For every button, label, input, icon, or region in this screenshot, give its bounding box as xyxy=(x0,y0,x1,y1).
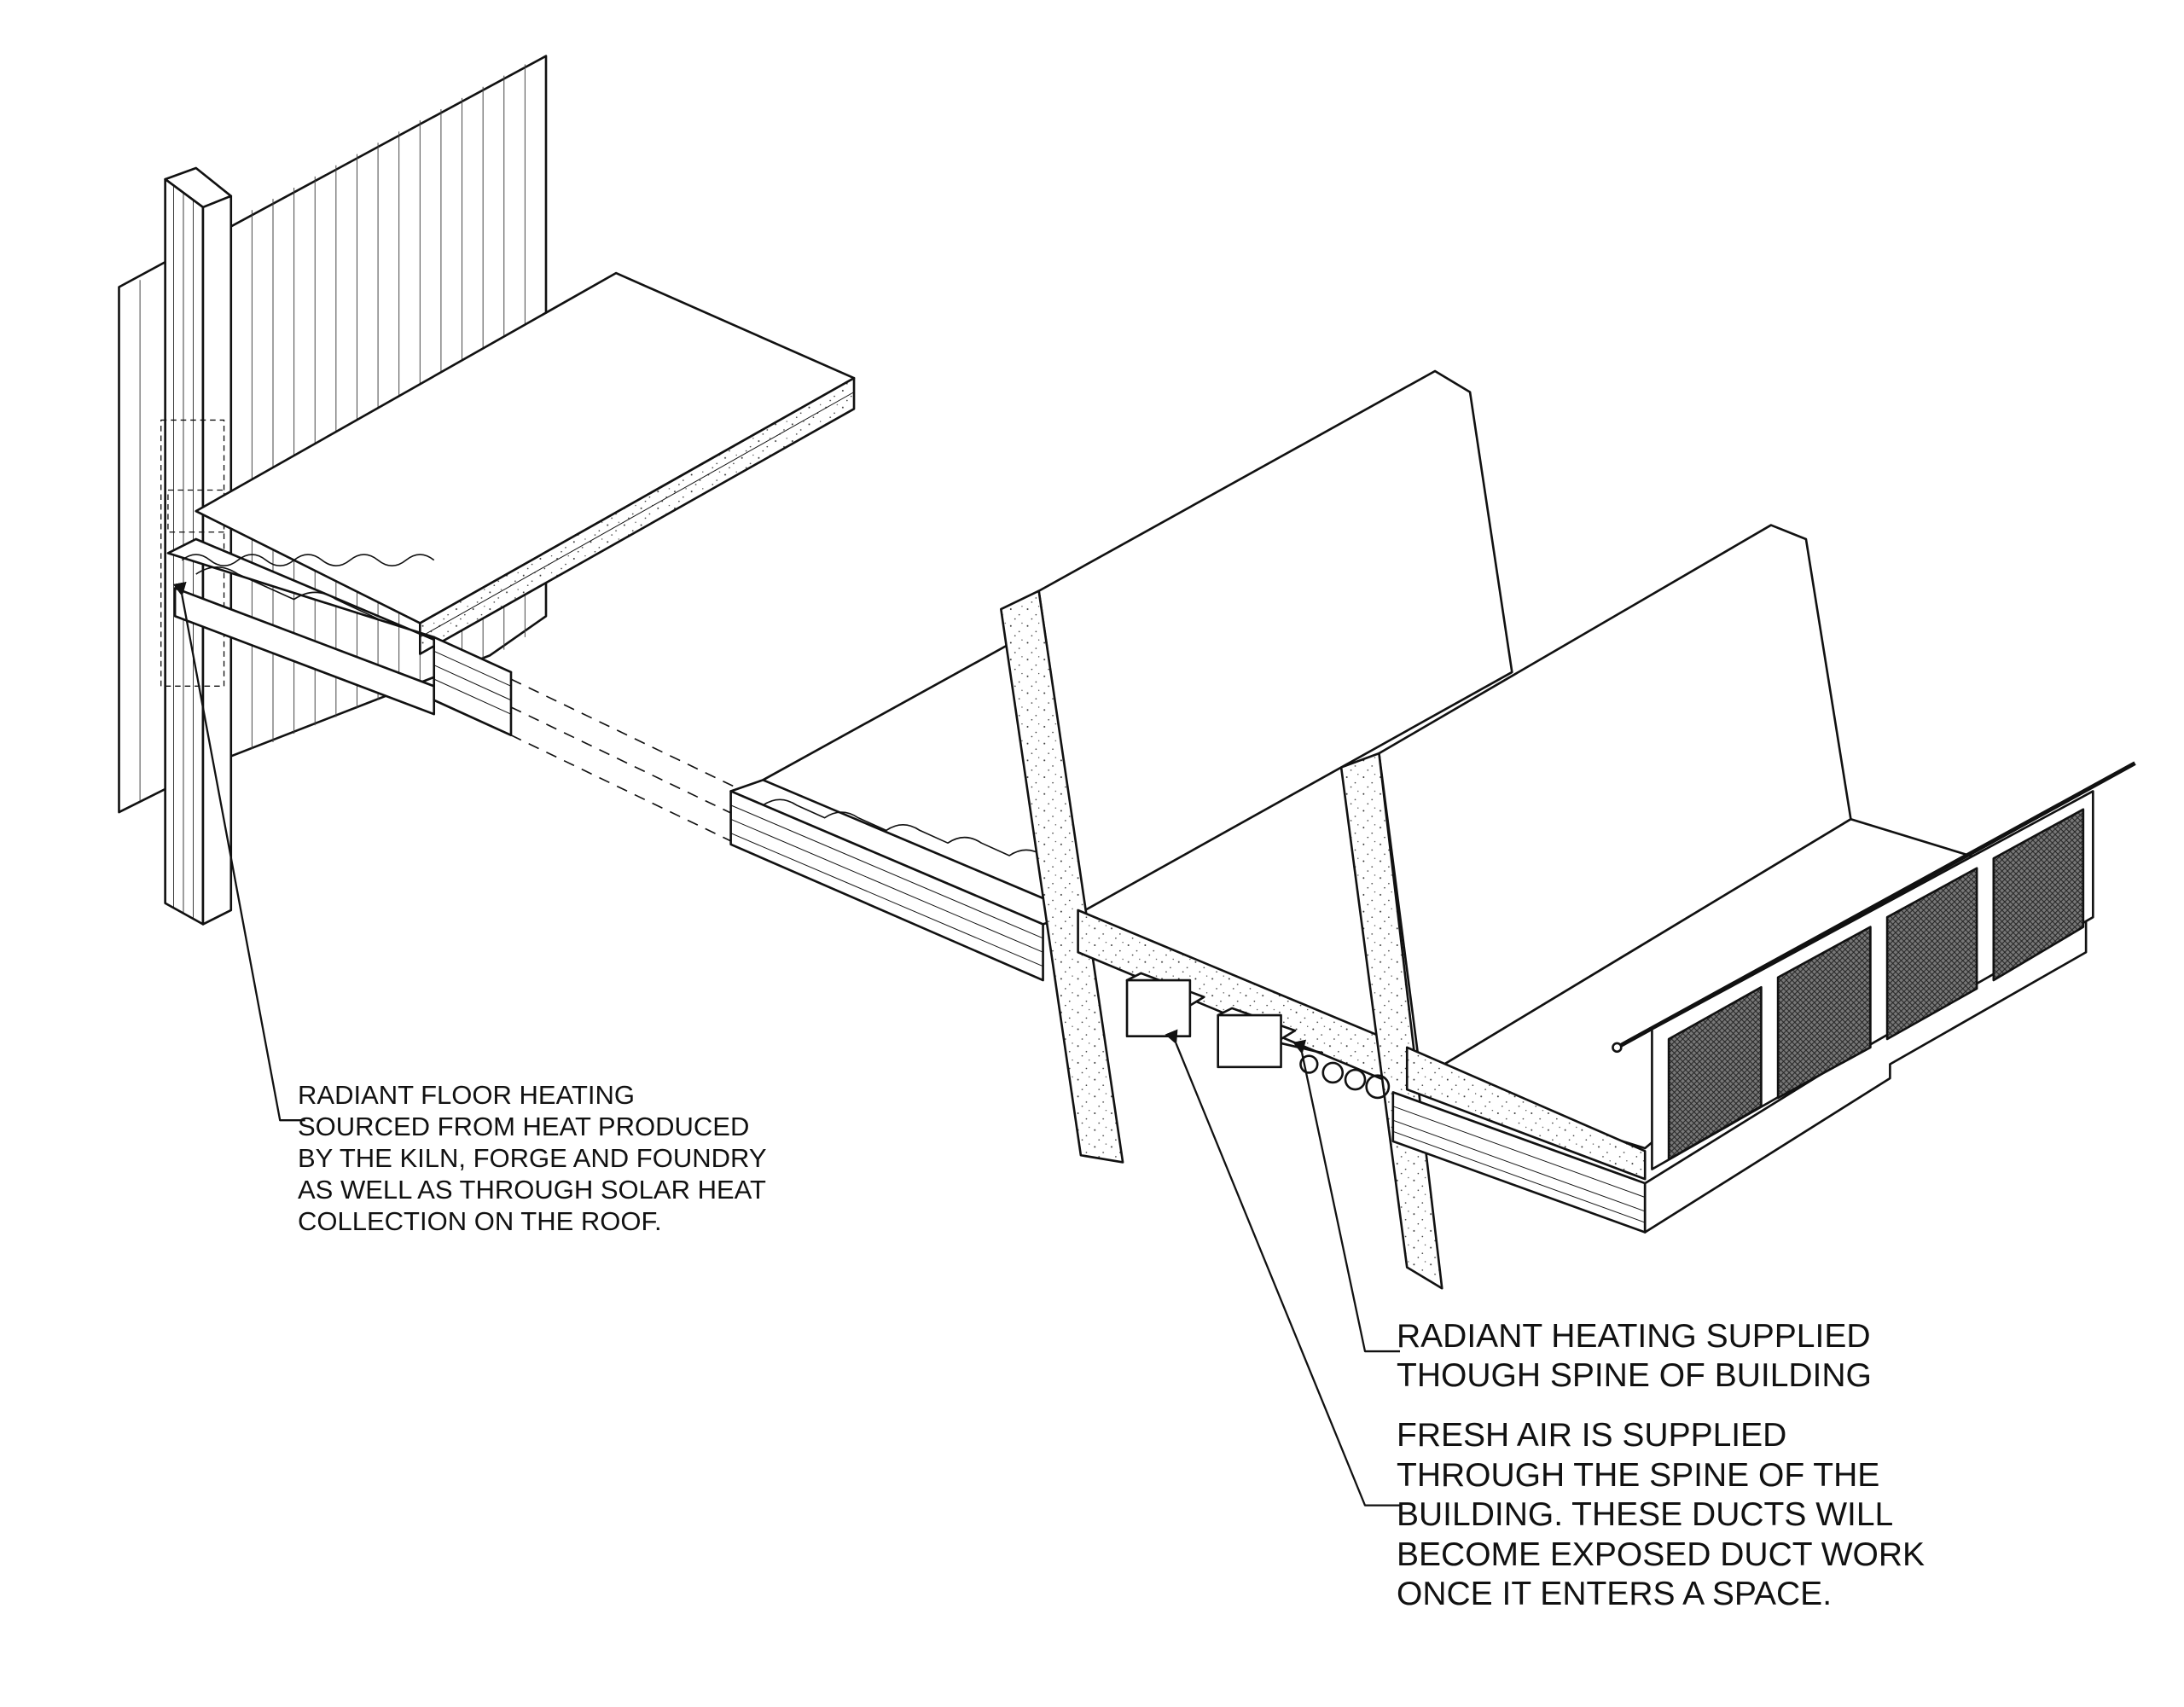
upper-floor-slab xyxy=(195,271,856,655)
radiant-spine-note: RADIANT HEATING SUPPLIED THOUGH SPINE OF… xyxy=(1397,1317,1872,1396)
dashed-beam-continuation xyxy=(510,678,735,844)
note-line: BECOME EXPOSED DUCT WORK xyxy=(1397,1536,1926,1573)
radiant-pipes xyxy=(1281,1042,1391,1100)
note-line: THOUGH SPINE OF BUILDING xyxy=(1397,1357,1872,1394)
concrete-spine-section xyxy=(1000,589,1647,1290)
radiant-floor-heating-note: RADIANT FLOOR HEATING SOURCED FROM HEAT … xyxy=(298,1079,767,1237)
mesh-panel xyxy=(1776,926,1872,1100)
note-line: COLLECTION ON THE ROOF. xyxy=(298,1206,662,1236)
balcony-railing xyxy=(1612,761,2136,1170)
mesh-panel xyxy=(1885,867,1978,1041)
concrete-wall-2 xyxy=(1378,524,1852,1080)
note-line: RADIANT FLOOR HEATING xyxy=(298,1080,636,1110)
mesh-panel xyxy=(1667,985,1763,1161)
note-line: THROUGH THE SPINE OF THE xyxy=(1397,1456,1880,1494)
air-ducts xyxy=(1125,972,1297,1069)
note-line: RADIANT HEATING SUPPLIED xyxy=(1397,1318,1871,1355)
fresh-air-note: FRESH AIR IS SUPPLIED THROUGH THE SPINE … xyxy=(1397,1416,1925,1615)
right-timber-beam xyxy=(1391,909,2088,1234)
note-line: SOURCED FROM HEAT PRODUCED xyxy=(298,1112,750,1141)
mesh-panel xyxy=(1992,808,2085,982)
leader-lines xyxy=(172,581,1401,1507)
radiant-tubing xyxy=(181,554,435,620)
lower-floor-slab xyxy=(729,636,1106,982)
note-line: BY THE KILN, FORGE AND FOUNDRY xyxy=(298,1143,767,1173)
note-line: ONCE IT ENTERS A SPACE. xyxy=(1397,1576,1833,1612)
note-line: FRESH AIR IS SUPPLIED xyxy=(1397,1417,1787,1454)
note-line: BUILDING. THESE DUCTS WILL xyxy=(1397,1496,1894,1533)
note-line: AS WELL AS THROUGH SOLAR HEAT xyxy=(298,1175,766,1205)
